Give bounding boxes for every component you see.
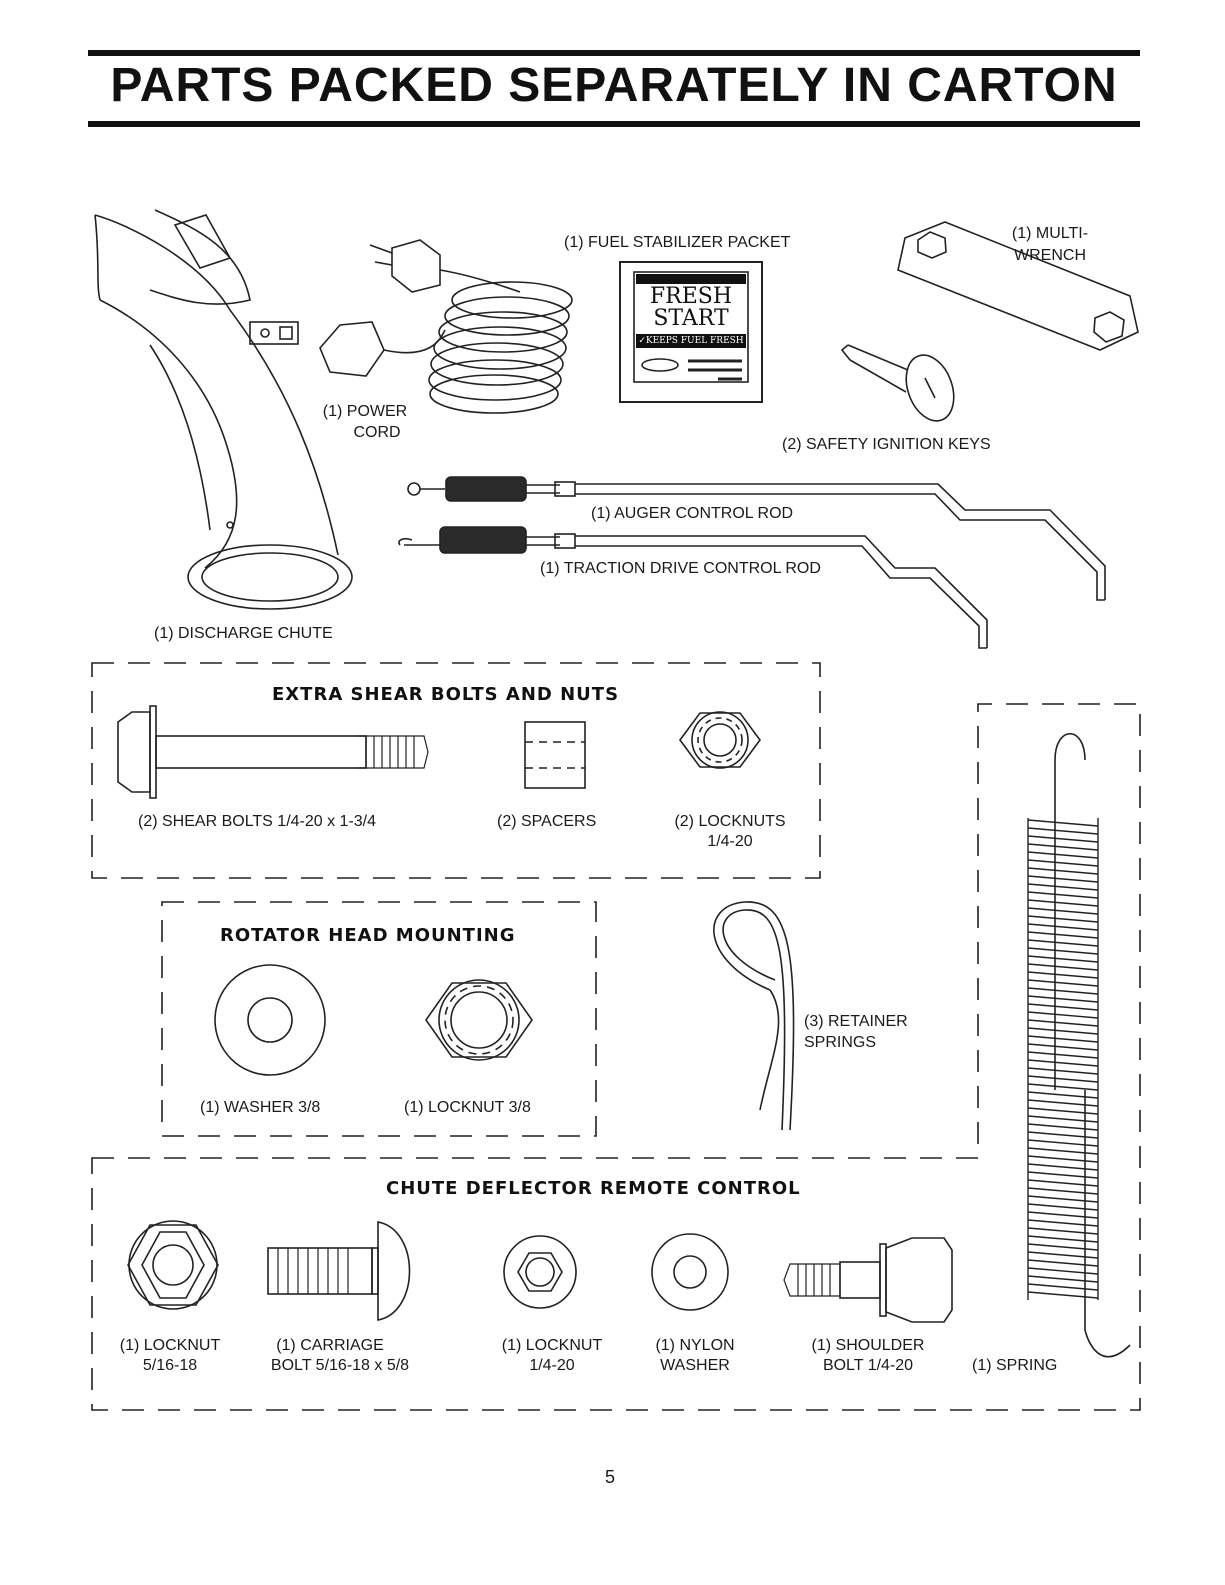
extension-spring-drawing [1027, 732, 1131, 1358]
power-cord-drawing [319, 239, 573, 414]
retainer-springs-label-line2: SPRINGS [804, 1034, 877, 1051]
nylon-washer-label-line1: (1) NYLON [655, 1337, 735, 1354]
carriage-bolt-label-line2: BOLT 5/16-18 x 5/8 [270, 1357, 410, 1374]
fuel-stabilizer-label: (1) FUEL STABILIZER PACKET [564, 234, 791, 251]
shear-bolt-drawing [117, 705, 429, 799]
locknut-14-label-line1: (1) LOCKNUT [501, 1337, 603, 1354]
retainer-spring-drawing [713, 901, 795, 1131]
retainer-springs-label-line1: (3) RETAINER [804, 1013, 908, 1030]
nylon-washer-drawing [651, 1233, 729, 1311]
chute-control-heading: CHUTE DEFLECTOR REMOTE CONTROL [386, 1178, 801, 1199]
multi-wrench-drawing [897, 221, 1139, 351]
auger-rod-drawing [407, 476, 1106, 601]
packet-tagline: ✓KEEPS FUEL FRESH [636, 334, 746, 348]
traction-rod-drawing [398, 526, 988, 649]
shear-bolts-label: (2) SHEAR BOLTS 1/4-20 x 1-3/4 [138, 813, 377, 830]
locknut-516-label-line2: 5/16-18 [142, 1357, 198, 1374]
carriage-bolt-label-line1: (1) CARRIAGE [276, 1337, 384, 1354]
packet-brand-line1: FRESH [649, 284, 733, 309]
safety-keys-label: (2) SAFETY IGNITION KEYS [782, 436, 991, 453]
spring-label: (1) SPRING [972, 1357, 1058, 1374]
locknut-14-drawing [503, 1235, 577, 1309]
page-number: 5 [604, 1467, 615, 1487]
traction-rod-label: (1) TRACTION DRIVE CONTROL ROD [540, 560, 821, 577]
packet-header-bar [636, 274, 746, 284]
shear-locknut-drawing [679, 711, 761, 769]
rotator-washer-drawing [214, 964, 326, 1076]
title-rule-bottom [88, 121, 1140, 127]
shoulder-bolt-label-line2: BOLT 1/4-20 [822, 1357, 914, 1374]
discharge-chute-label: (1) DISCHARGE CHUTE [154, 625, 333, 642]
power-cord-label-line2: CORD [353, 424, 401, 441]
title-rule-top [88, 50, 1140, 56]
packet-brand-line2: START [653, 306, 729, 331]
shoulder-bolt-label-line1: (1) SHOULDER [811, 1337, 925, 1354]
ignition-keys-drawing [840, 344, 955, 422]
discharge-chute-drawing [94, 209, 353, 610]
shear-locknuts-label-line1: (2) LOCKNUTS [674, 813, 786, 830]
multi-wrench-label-line2: WRENCH [1014, 247, 1086, 264]
rotator-locknut-drawing [425, 979, 533, 1061]
power-cord-label-line1: (1) POWER [322, 403, 408, 420]
nylon-washer-label-line2: WASHER [660, 1357, 730, 1374]
shoulder-bolt-drawing [783, 1237, 953, 1323]
section-frames [91, 662, 1141, 1411]
spacer-drawing [524, 721, 586, 789]
shear-locknuts-label-line2: 1/4-20 [707, 833, 753, 850]
auger-rod-label: (1) AUGER CONTROL ROD [591, 505, 794, 522]
shear-section-heading: EXTRA SHEAR BOLTS AND NUTS [272, 684, 620, 705]
locknut-14-label-line2: 1/4-20 [529, 1357, 575, 1374]
rotator-section-heading: ROTATOR HEAD MOUNTING [220, 925, 516, 946]
rotator-locknut-label: (1) LOCKNUT 3/8 [404, 1099, 531, 1116]
spacers-label: (2) SPACERS [497, 813, 597, 830]
locknut-516-drawing [127, 1220, 219, 1310]
fuel-packet-drawing [619, 261, 763, 403]
rotator-washer-label: (1) WASHER 3/8 [200, 1099, 321, 1116]
locknut-516-label-line1: (1) LOCKNUT [119, 1337, 221, 1354]
carriage-bolt-drawing [267, 1221, 411, 1321]
page-title: PARTS PACKED SEPARATELY IN CARTON [110, 59, 1118, 112]
multi-wrench-label-line1: (1) MULTI- [1011, 225, 1089, 242]
